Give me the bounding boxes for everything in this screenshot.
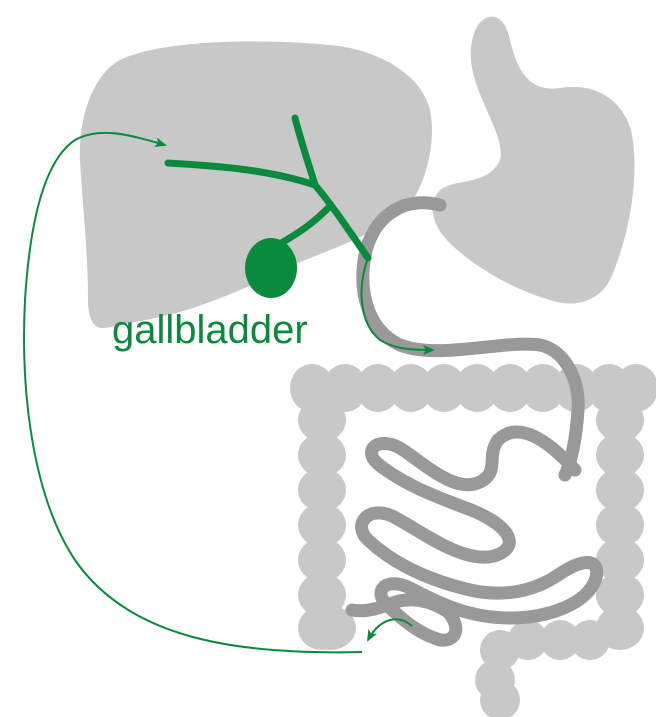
reabsorption-arrow [368, 619, 412, 640]
large-intestine [290, 364, 656, 717]
small-intestine [362, 432, 597, 640]
gallbladder [245, 238, 297, 298]
stomach [433, 17, 635, 304]
gallbladder-label: gallbladder [112, 306, 308, 354]
